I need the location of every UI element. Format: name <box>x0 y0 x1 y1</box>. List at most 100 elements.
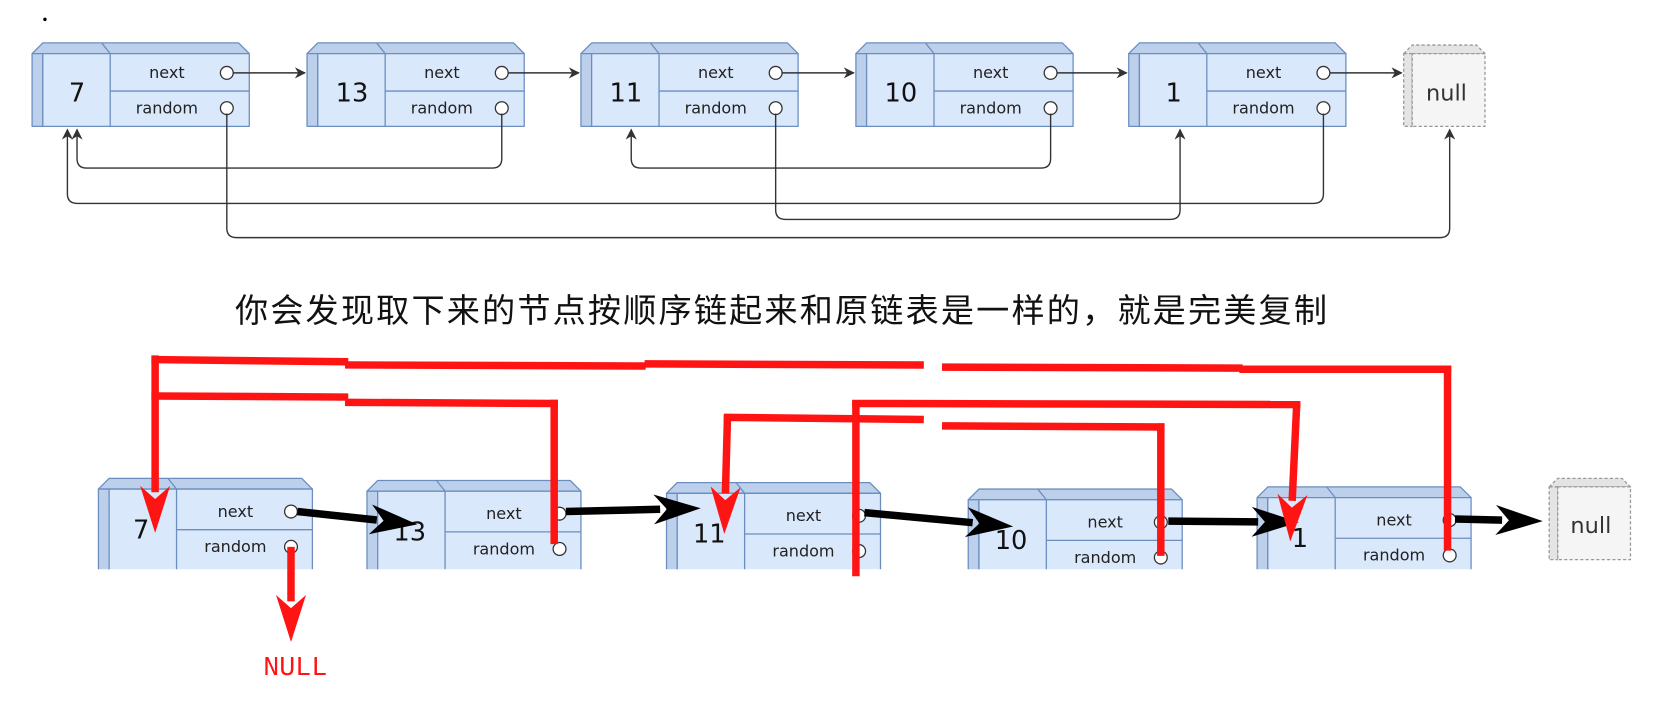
copy-random-link <box>710 413 1165 556</box>
box-side-face <box>31 52 44 128</box>
next-port <box>1316 65 1331 80</box>
random-port <box>552 541 567 557</box>
random-pointer-arrow <box>625 113 1052 169</box>
copy-next-arrow <box>565 494 701 525</box>
list-node-1: 1 next random <box>1128 42 1347 128</box>
node-divider <box>167 477 178 490</box>
box-side-face <box>366 490 379 570</box>
box-top-face <box>1403 44 1486 55</box>
box-front-face <box>978 499 1183 570</box>
random-field-label: random <box>473 539 535 558</box>
node-divider <box>101 42 111 55</box>
next-field-label: next <box>424 63 460 82</box>
arrow-head <box>964 507 1014 538</box>
arrow-head <box>1495 505 1543 535</box>
box-top-face <box>1548 477 1632 488</box>
node-divider <box>649 42 660 55</box>
copy-next-arrow <box>864 507 1014 538</box>
box-front-face <box>42 52 250 128</box>
copy-random-arrowhead <box>140 355 171 533</box>
box-front-face <box>1138 52 1347 128</box>
arrow-shaft <box>565 505 661 516</box>
next-field-label: next <box>1376 510 1412 529</box>
copy-random-link <box>852 399 1308 577</box>
box-top-face <box>855 42 1074 55</box>
box-front-face <box>865 52 1074 128</box>
arrow-head <box>368 504 418 535</box>
next-field-label: next <box>698 63 734 82</box>
node-value: 1 <box>1292 524 1308 554</box>
node-divider <box>924 42 935 55</box>
node-divider <box>376 42 386 55</box>
node-value: 10 <box>885 79 918 109</box>
box-top-face <box>967 488 1183 501</box>
box-top-face <box>31 42 250 55</box>
arrow-head <box>653 494 701 525</box>
arrow-shaft <box>864 508 974 527</box>
next-field-label: next <box>1087 513 1123 532</box>
random-port <box>494 101 509 116</box>
link-segment <box>852 399 1301 409</box>
random-field-label: random <box>204 537 266 556</box>
random-port <box>1442 548 1457 563</box>
node-value: 13 <box>336 79 369 109</box>
node-divider <box>436 480 446 492</box>
box-top-face <box>665 481 882 494</box>
box-side-face <box>1548 486 1559 561</box>
next-field-label: next <box>1246 63 1282 82</box>
list-node-11: 11 next random <box>580 42 799 128</box>
link-segment <box>345 398 558 408</box>
box-side-face <box>580 52 593 128</box>
box-front-face <box>1411 52 1486 128</box>
copy-random-arrowhead <box>710 415 741 534</box>
link-segment <box>723 413 924 424</box>
random-field-label: random <box>685 99 747 118</box>
random-pointer-arrow <box>774 113 1186 221</box>
copy-next-arrow <box>297 504 418 535</box>
next-port <box>1043 65 1058 80</box>
random-pointer-arrow <box>71 113 503 169</box>
arrow-head <box>710 486 741 534</box>
node-divider <box>1326 486 1336 499</box>
link-segment <box>345 361 646 370</box>
next-port <box>219 65 234 80</box>
arrow-head <box>276 594 306 643</box>
random-pointer-arrow <box>226 113 1456 239</box>
copy-random-arrowhead <box>1277 404 1308 542</box>
random-port <box>768 101 783 116</box>
arrow-head <box>140 485 171 533</box>
next-port <box>768 65 783 80</box>
box-top-face <box>580 42 799 55</box>
null-pointer-label: NULL <box>263 654 327 684</box>
box-top-face <box>97 477 314 490</box>
node-value: 1 <box>1165 79 1181 109</box>
list-node-10: 10 next random <box>967 488 1183 570</box>
box-front-face <box>590 52 799 128</box>
random-field-label: random <box>1074 548 1136 567</box>
random-field-label: random <box>1232 99 1294 118</box>
node-divider <box>735 482 746 494</box>
node-divider <box>1197 42 1208 55</box>
next-field-label: next <box>218 502 254 521</box>
next-field-label: next <box>486 504 522 523</box>
node-value: 10 <box>995 526 1028 556</box>
node-value: 11 <box>610 79 643 109</box>
random-field-label: random <box>1363 546 1425 565</box>
random-field-label: random <box>772 541 834 560</box>
link-segment <box>942 363 1243 372</box>
box-front-face <box>676 492 882 570</box>
box-side-face <box>97 488 110 570</box>
random-pointer-arrow <box>61 113 1325 205</box>
link-segment <box>942 422 1165 431</box>
random-port <box>219 101 234 116</box>
box-side-face <box>855 52 868 128</box>
random-port <box>1316 101 1331 116</box>
link-segment <box>151 392 349 401</box>
